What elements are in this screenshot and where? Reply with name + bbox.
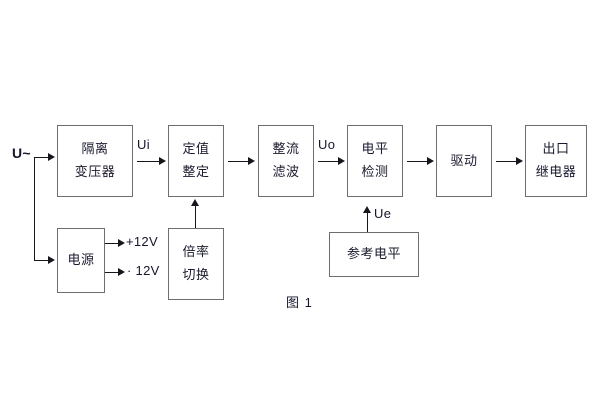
arrow-multiplier-to-setting-icon <box>191 199 199 206</box>
connector-drive-to-relay <box>496 161 518 162</box>
input-branch-to-transformer <box>34 157 50 158</box>
block-line: 继电器 <box>535 164 577 179</box>
signal-label-ue: Ue <box>374 206 392 221</box>
block-output-relay: 出口 继电器 <box>525 125 587 197</box>
input-label-u: U~ <box>12 145 31 161</box>
block-level-detection: 电平 检测 <box>347 125 403 197</box>
connector-multiplier-to-setting <box>195 205 196 228</box>
block-line: 倍率 <box>182 244 210 260</box>
block-line: 整定 <box>182 164 210 179</box>
connector-reference-to-level <box>367 212 368 232</box>
supply-label-negative: · 12V <box>127 263 160 278</box>
input-arrow-to-transformer-icon <box>48 153 55 161</box>
block-line: 定值 <box>182 141 210 157</box>
block-setting-value: 定值 整定 <box>168 125 224 197</box>
arrow-power-positive-icon <box>118 239 125 247</box>
block-line: 电平 <box>361 141 389 157</box>
arrow-setting-to-rectify-icon <box>248 157 255 165</box>
input-branch-vertical <box>34 157 35 260</box>
connector-rectify-to-level <box>318 161 342 162</box>
block-line: 驱动 <box>450 152 478 168</box>
arrow-drive-to-relay-icon <box>516 157 523 165</box>
block-line: 出口 <box>542 141 570 157</box>
block-power-supply: 电源 <box>57 228 105 293</box>
block-isolation-transformer: 隔离 变压器 <box>57 125 133 197</box>
signal-label-ui: Ui <box>137 137 150 152</box>
block-line: 滤波 <box>272 164 300 179</box>
connector-level-to-drive <box>407 161 429 162</box>
block-drive: 驱动 <box>436 125 492 197</box>
arrow-reference-to-level-icon <box>363 206 371 213</box>
block-line: 电源 <box>67 252 95 268</box>
arrow-transformer-to-setting-icon <box>159 157 166 165</box>
arrow-level-to-drive-icon <box>427 157 434 165</box>
signal-label-uo: Uo <box>318 137 336 152</box>
input-branch-to-power <box>34 260 50 261</box>
block-line: 检测 <box>361 164 389 179</box>
connector-setting-to-rectify <box>228 161 250 162</box>
block-line: 参考电平 <box>346 246 401 262</box>
block-multiplier-switch: 倍率 切换 <box>168 228 224 300</box>
figure-caption: 图 1 <box>286 295 313 310</box>
block-line: 切换 <box>182 267 210 282</box>
block-line: 变压器 <box>74 164 116 179</box>
block-rectify-filter: 整流 滤波 <box>258 125 314 197</box>
block-line: 整流 <box>272 141 300 157</box>
connector-power-negative <box>105 272 120 273</box>
block-reference-level: 参考电平 <box>329 232 419 277</box>
connector-power-positive <box>105 243 120 244</box>
arrow-power-negative-icon <box>118 268 125 276</box>
connector-transformer-to-setting <box>137 161 161 162</box>
input-arrow-to-power-icon <box>48 256 55 264</box>
arrow-rectify-to-level-icon <box>338 157 345 165</box>
block-line: 隔离 <box>81 141 109 157</box>
supply-label-positive: +12V <box>126 234 158 249</box>
